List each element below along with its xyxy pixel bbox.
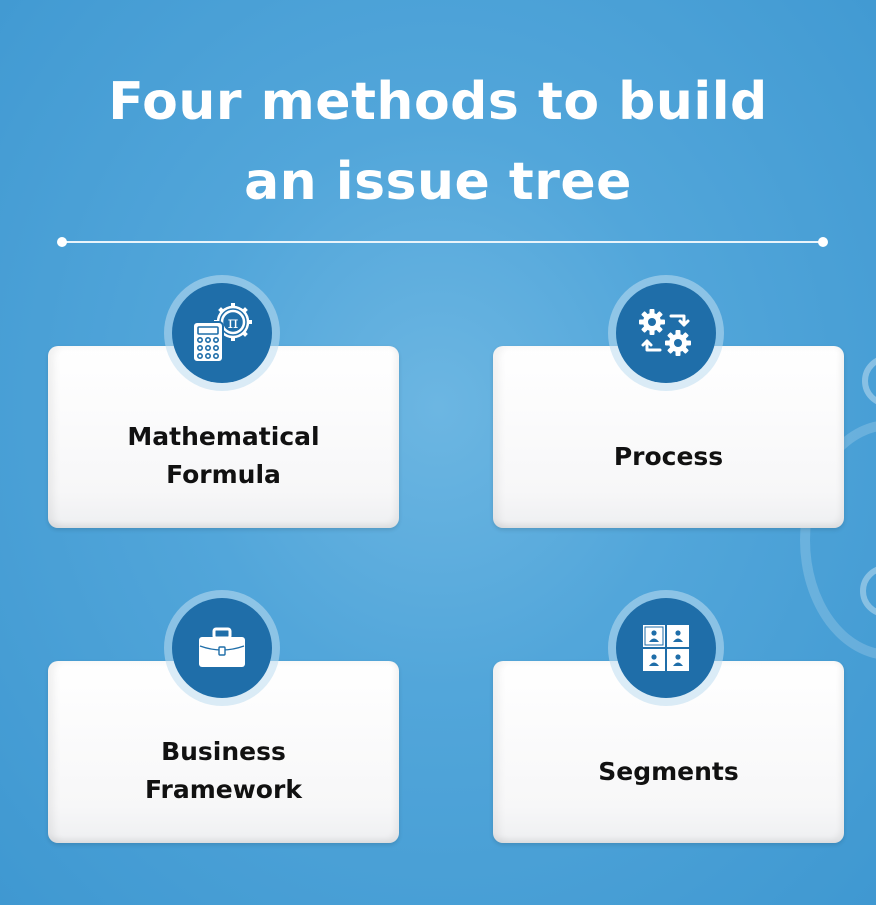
icon-circle <box>172 598 272 698</box>
briefcase-icon <box>199 627 245 667</box>
title-line-2: an issue tree <box>244 152 632 212</box>
divider-dot-left <box>57 237 67 247</box>
svg-text:π: π <box>228 313 239 332</box>
method-label-line-1: Business <box>161 737 286 766</box>
gears-cycle-icon <box>639 309 691 356</box>
method-label-line-1: Process <box>613 442 724 471</box>
method-label-line-1: Segments <box>598 757 739 786</box>
title-divider <box>62 241 823 243</box>
icon-badge <box>608 275 724 391</box>
calculator-pi-icon: π <box>192 303 252 363</box>
slide-title: Four methods to build an issue tree <box>0 62 876 222</box>
method-label: Segments <box>493 753 844 791</box>
icon-circle: π <box>172 283 272 383</box>
icon-badge <box>164 590 280 706</box>
divider-dot-right <box>818 237 828 247</box>
method-label-line-2: Framework <box>145 775 302 804</box>
user-grid-icon <box>643 625 689 671</box>
method-label-line-2: Formula <box>166 460 281 489</box>
title-line-1: Four methods to build <box>108 72 768 132</box>
method-label: Mathematical Formula <box>48 418 399 494</box>
icon-badge: π <box>164 275 280 391</box>
decorative-ring <box>862 355 876 407</box>
icon-badge <box>608 590 724 706</box>
method-label-line-1: Mathematical <box>127 422 320 451</box>
icon-circle <box>616 598 716 698</box>
icon-circle <box>616 283 716 383</box>
method-label: Business Framework <box>48 733 399 809</box>
method-label: Process <box>493 438 844 476</box>
